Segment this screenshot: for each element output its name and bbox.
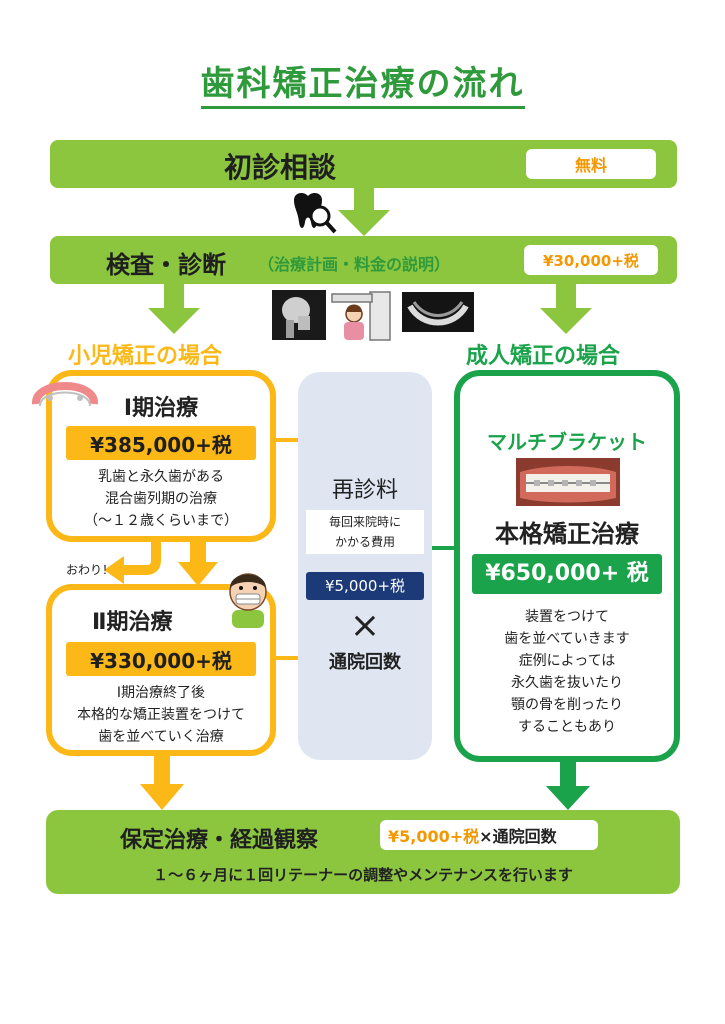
revisit-label: 再診料 [331,478,398,503]
connector-phase1-revisit [276,438,300,442]
end-label: おわり！ [66,563,115,577]
exam-note: （治療計画・料金の説明） [258,255,451,274]
phase2-title: Ⅱ期治療 [92,610,173,635]
multi-bracket-photo-icon [516,458,620,506]
revisit-count-label: 通院回数 [329,652,401,673]
times-symbol: × [349,605,381,646]
consultation-bar: 初診相談 無料 [50,140,677,188]
exam-bar: 検査・診断 （治療計画・料金の説明） ¥30,000+税 [50,236,677,284]
end-arrow [104,540,161,584]
arrow-adult-to-retention [546,762,590,810]
adult-type-label: マルチブラケット [487,430,647,454]
adult-price: ¥650,000+ 税 [472,554,662,594]
phase1-price: ¥385,000+税 [66,426,256,460]
adult-box: マルチブラケット 本格矯正治療 ¥650,000+ 税 装置をつけて 歯を並べて… [454,370,680,762]
arrow-consult-to-exam [338,188,390,236]
arrow-phase2-to-retention [140,756,184,810]
consultation-label: 初診相談 [223,151,336,184]
adult-description: 装置をつけて 歯を並べていきます 症例によっては 永久歯を抜いたり 顎の骨を削っ… [504,609,630,735]
phase2-description: Ⅰ期治療終了後 本格的な矯正装置をつけて 歯を並べていく治療 [77,685,245,745]
xray-skull-icon [272,290,326,340]
phase1-description: 乳歯と永久歯がある 混合歯列期の治療 （～１２歳くらいまで） [84,469,238,529]
retention-label: 保定治療・経過観察 [120,828,319,853]
child-phase2-box: Ⅱ期治療 ¥330,000+税 Ⅰ期治療終了後 本格的な矯正装置をつけて 歯を並… [46,584,276,756]
connector-adult-revisit [432,546,454,550]
child-heading: 小児矯正の場合 [68,344,223,369]
arrow-exam-to-child [148,284,200,334]
child-phase1-box: Ⅰ期治療 ¥385,000+税 乳歯と永久歯がある 混合歯列期の治療 （～１２歳… [46,370,276,542]
phase2-price: ¥330,000+税 [66,642,256,676]
retention-note: １～６ヶ月に１回リテーナーの調整やメンテナンスを行います [153,866,573,884]
consultation-price: 無料 [526,149,656,179]
revisit-panel: 再診料 毎回来院時に かかる費用 ¥5,000+税 × 通院回数 [298,372,432,760]
revisit-note: 毎回来院時に かかる費用 [306,510,424,554]
retention-bar: 保定治療・経過観察 ¥5,000+税×通院回数 １～６ヶ月に１回リテーナーの調整… [46,810,680,894]
arrow-exam-to-adult [540,284,592,334]
retainer-icon [32,382,98,407]
page-title: 歯科矯正治療の流れ [0,56,725,109]
connector-phase2-revisit [276,656,300,660]
exam-price: ¥30,000+税 [524,245,658,275]
exam-label: 検査・診断 [106,251,226,279]
panoramic-xray-patient-icon [331,291,391,341]
adult-title: 本格矯正治療 [495,520,639,548]
arrow-phase1-to-phase2 [178,542,218,586]
adult-heading: 成人矯正の場合 [466,344,621,369]
child-braces-icon [229,573,267,628]
revisit-price: ¥5,000+税 [306,572,424,600]
retention-price: ¥5,000+税×通院回数 [380,820,598,850]
tooth-magnifier-icon [294,192,337,234]
phase1-title: Ⅰ期治療 [123,396,199,421]
panoramic-xray-icon [402,292,474,332]
